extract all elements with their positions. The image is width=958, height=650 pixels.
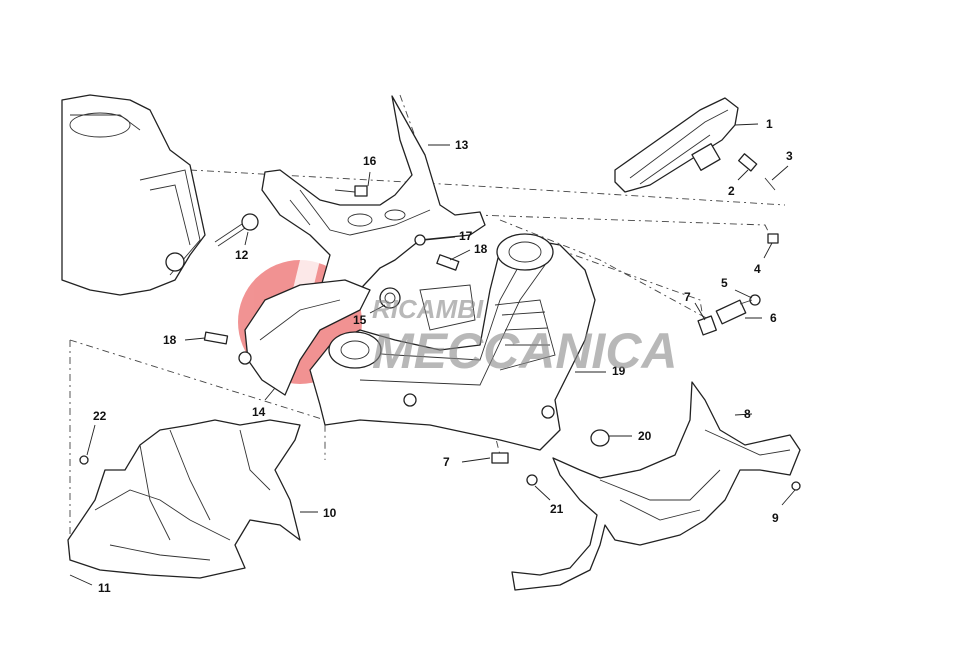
part-right-fairing [511, 381, 801, 591]
part-nut-17 [414, 234, 426, 246]
part-frame-headstock [61, 94, 206, 296]
part-screw-16 [334, 185, 368, 197]
reference-lines [69, 94, 786, 560]
part-side-bracket [238, 279, 371, 396]
part-front-subframe [309, 233, 596, 451]
callout-18a: 18 [474, 242, 488, 256]
part-clip-7a [697, 315, 717, 336]
part-nut-4 [767, 233, 779, 244]
leader-lines [69, 123, 796, 586]
watermark-line1: RICAMBI [372, 294, 484, 324]
callout-11: 11 [98, 581, 111, 595]
watermark-line2: MECCANICA [372, 323, 678, 379]
callout-9: 9 [772, 511, 779, 525]
callout-18b: 18 [163, 333, 177, 347]
callout-labels: 1 2 3 4 5 6 7 7 8 9 10 11 12 13 14 15 16… [93, 117, 793, 595]
part-screw-21 [526, 474, 538, 486]
callout-16: 16 [363, 154, 377, 168]
callout-22: 22 [93, 409, 107, 423]
callout-15: 15 [353, 313, 367, 327]
callout-5: 5 [721, 276, 728, 290]
callout-13: 13 [455, 138, 469, 152]
callout-17: 17 [459, 229, 473, 243]
part-screw-9 [791, 481, 801, 491]
callout-12: 12 [235, 248, 249, 262]
part-screw-22 [79, 455, 89, 465]
part-lower-left-panel [67, 419, 301, 579]
callout-10: 10 [323, 506, 337, 520]
part-rubber-20 [590, 429, 610, 447]
part-windshield-bracket [261, 95, 486, 311]
part-sensor [715, 294, 761, 325]
part-bolt-18b [203, 331, 229, 345]
callout-6: 6 [770, 311, 777, 325]
callout-3: 3 [786, 149, 793, 163]
part-bolt-12 [214, 213, 259, 247]
callout-7b: 7 [443, 455, 450, 469]
callout-19: 19 [612, 364, 626, 378]
callout-21: 21 [550, 502, 564, 516]
callout-2: 2 [728, 184, 735, 198]
watermark-text: RICAMBI MECCANICA [372, 294, 678, 379]
callout-4: 4 [754, 262, 761, 276]
callout-1: 1 [766, 117, 773, 131]
callout-14: 14 [252, 405, 266, 419]
callout-8: 8 [744, 407, 751, 421]
callout-20: 20 [638, 429, 652, 443]
part-bolt-18 [436, 254, 460, 271]
part-grommet-15 [379, 287, 401, 309]
part-connector [738, 153, 776, 191]
callout-7a: 7 [684, 290, 691, 304]
part-instrument-panel [614, 97, 739, 193]
part-clip-7b [491, 452, 509, 464]
